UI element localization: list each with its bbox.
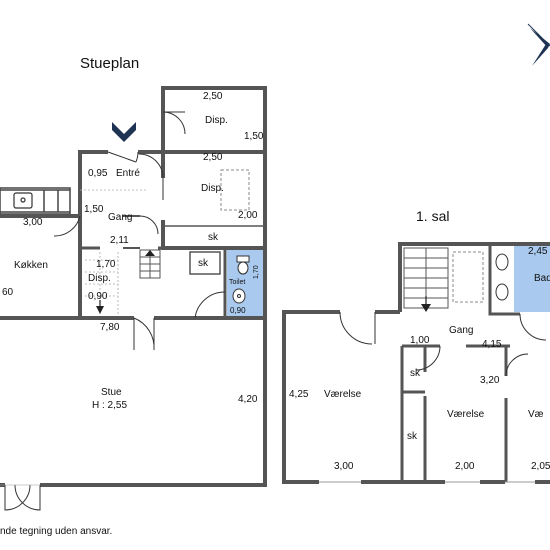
dim-label: 0,90 <box>230 306 246 315</box>
dim-label: 7,80 <box>100 322 120 333</box>
upper-stair <box>403 247 449 309</box>
disp-dashed-box <box>220 169 250 211</box>
ground-stair <box>139 249 161 279</box>
stair-arrow-icon <box>145 250 155 256</box>
dim-label: 3,00 <box>23 217 43 228</box>
room-label-entre: Entré <box>116 168 140 179</box>
compass-icon <box>527 23 550 66</box>
ground-floor-plan <box>0 86 267 487</box>
room-label-gang: Gang <box>108 212 133 223</box>
dim-label: 4,25 <box>289 389 309 400</box>
room-label-sk-2: sk <box>407 431 417 442</box>
room-label-vaerelse-3: Væ <box>528 409 544 420</box>
room-label-sk-mid: sk <box>208 232 218 243</box>
upper-doors <box>0 311 547 486</box>
dim-label: 2,00 <box>238 210 258 221</box>
dim-label: 2,00 <box>455 461 475 472</box>
dim-label: 2,11 <box>110 235 129 246</box>
dim-label: 2,50 <box>203 152 223 163</box>
room-label-vaerelse-1: Værelse <box>324 389 362 400</box>
dim-label: 2,05 <box>531 461 550 472</box>
room-label-vaerelse-2: Værelse <box>447 409 485 420</box>
ground-doors <box>4 111 226 511</box>
room-label-disp-mid: Disp. <box>201 183 224 194</box>
dim-label: 1,50 <box>244 131 264 142</box>
dim-label: 0,95 <box>88 168 108 179</box>
room-label-gang-upper: Gang <box>449 325 474 336</box>
dim-label: 4,20 <box>238 394 258 405</box>
dim-label: 2,45 <box>528 246 548 257</box>
room-label-disp-top: Disp. <box>205 115 228 126</box>
toilet-icon <box>236 255 250 275</box>
bath-room <box>514 246 550 312</box>
bath-wall <box>488 244 520 316</box>
room-label-disp-small: Disp. <box>88 273 111 284</box>
room-height: H : 2,55 <box>92 400 128 411</box>
dim-label: 1,70 <box>96 259 116 270</box>
dim-label: 1,50 <box>84 204 104 215</box>
entrance-arrow-icon <box>112 122 136 142</box>
dim-label: 3,00 <box>334 461 354 472</box>
room-label-kokken: Køkken <box>14 260 48 271</box>
disclaimer-text: nde tegning uden ansvar. <box>0 526 113 537</box>
sink-icon <box>495 253 509 301</box>
entrance-wall <box>78 150 108 216</box>
dim-label: 1,00 <box>410 335 430 346</box>
room-label-sk-1: sk <box>410 368 420 379</box>
dim-label: 4,15 <box>482 339 502 350</box>
first-floor-plan <box>282 242 550 484</box>
dim-label: 0,90 <box>88 291 108 302</box>
first-floor-title: 1. sal <box>416 208 450 224</box>
stair-arrow-icon <box>421 304 431 312</box>
room-label-toilet: Toilet <box>229 279 246 286</box>
hall-closet <box>189 251 221 275</box>
dim-label: 60 <box>2 287 14 298</box>
ground-floor-title: Stueplan <box>80 55 140 72</box>
room-label-stue: Stue <box>101 387 122 398</box>
sink-icon <box>13 192 33 209</box>
kitchen-counter <box>0 187 71 215</box>
room-label-bad: Bad <box>534 273 550 284</box>
sink-icon <box>232 288 246 304</box>
dim-label: 1,70 <box>253 265 260 279</box>
disp-small-stairs <box>85 252 119 314</box>
dim-label: 3,20 <box>480 375 500 386</box>
upper-dashed-box <box>452 251 484 303</box>
stair-arrow-icon <box>96 306 104 314</box>
dim-label: 2,50 <box>203 91 223 102</box>
room-label-sk-small: sk <box>198 258 208 269</box>
